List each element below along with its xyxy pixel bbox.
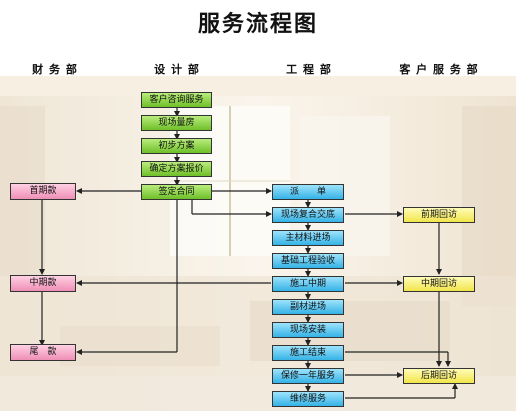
step-customer-consultation: 客户咨询服务	[141, 92, 212, 108]
dept-finance: 财 务 部	[32, 63, 78, 76]
step-repair-service: 维修服务	[272, 391, 344, 407]
step-first-payment: 首期款	[10, 183, 76, 200]
dept-design: 设 计 部	[154, 63, 200, 76]
step-foundation-inspection: 基础工程验收	[272, 253, 344, 269]
step-early-followup: 前期回访	[403, 207, 475, 223]
page-title: 服务流程图	[197, 12, 318, 37]
dept-engineering: 工 程 部	[286, 63, 332, 76]
step-construction-midterm: 施工中期	[272, 276, 344, 292]
step-onsite-installation: 现场安装	[272, 322, 344, 338]
step-preliminary-plan: 初步方案	[141, 138, 212, 154]
step-one-year-warranty: 保修一年服务	[272, 368, 344, 384]
step-construction-end: 施工结束	[272, 345, 344, 361]
step-mid-payment: 中期款	[10, 275, 76, 292]
step-dispatch: 派 单	[272, 184, 344, 200]
step-late-followup: 后期回访	[403, 368, 475, 384]
dept-customer-service: 客 户 服 务 部	[399, 63, 479, 76]
step-confirm-plan-quote: 确定方案报价	[141, 161, 212, 177]
step-main-materials: 主材料进场	[272, 230, 344, 246]
step-sign-contract: 签定合同	[141, 184, 212, 200]
interior-room-background	[0, 76, 516, 411]
step-auxiliary-materials: 副材进场	[272, 299, 344, 315]
step-site-measurement: 现场量房	[141, 115, 212, 131]
step-final-payment: 尾 款	[10, 344, 76, 361]
step-mid-followup: 中期回访	[403, 276, 475, 292]
step-onsite-handover: 现场复合交底	[272, 207, 344, 223]
